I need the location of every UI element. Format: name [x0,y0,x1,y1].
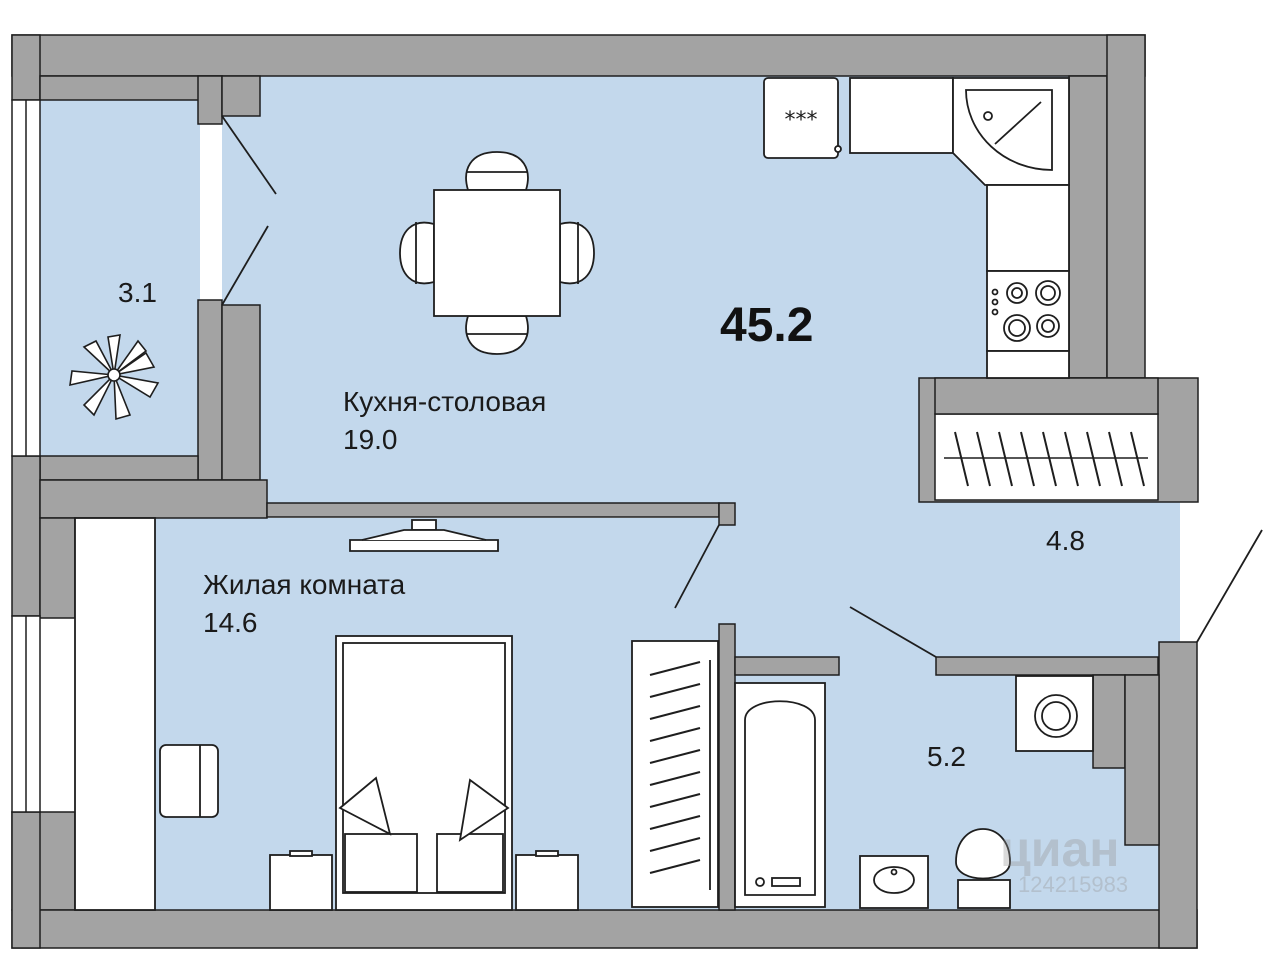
wall-living-left [39,517,76,619]
chair-top [465,151,529,191]
bathroom-area: 5.2 [927,741,966,772]
wardrobe-interior [934,413,1159,501]
bathtub-inner [744,700,816,896]
wall-top-stub [221,75,261,117]
closet [74,517,156,911]
cooktop [986,270,1070,352]
wall-left-mid [11,455,41,617]
door-swings [221,115,1263,658]
wall-balcony-bottom [39,455,199,481]
nightstand-right [515,854,579,911]
total-area: 45.2 [720,299,814,352]
wall-bottom [11,909,1198,949]
counter-lower [986,350,1070,379]
kitchen-area: 19.0 [343,424,398,455]
living-name: Жилая комната [203,569,406,600]
tv-stand [411,519,437,531]
dining-table [433,189,561,317]
toilet-tank [957,879,1011,909]
plant-icon [69,334,160,421]
wall-kitchen-left2 [221,304,261,481]
wall-wc-top [935,656,1159,676]
tv [349,539,499,552]
wall-right-lower [1158,641,1198,949]
towel-rack-bars [649,661,701,874]
desk-chair [159,744,219,818]
living-area: 14.6 [203,607,258,638]
wall-kitchen-living-end [718,502,736,526]
wall-left-top [11,34,41,101]
towel-rack [631,640,719,908]
pillow-left [344,833,418,893]
kitchen-furniture [763,77,1070,379]
blanket-fold-left [338,776,392,836]
hallway-floor [720,500,1180,660]
pillow-right [436,833,504,893]
chair-right [559,221,595,285]
fridge-label: *** [785,108,818,133]
wall-wc-stub [1092,674,1126,769]
fridge [763,77,839,159]
balcony-area: 3.1 [118,277,157,308]
counter-right [986,184,1070,272]
chair-left [399,221,435,285]
wall-kitchen-living [266,502,720,518]
bathroom-fixtures [631,640,1094,909]
watermark-brand: циан [1000,821,1120,877]
blanket-fold-right [458,778,510,842]
counter-top [849,77,954,154]
hallway-area: 4.8 [1046,525,1085,556]
kitchen-name: Кухня-столовая [343,386,547,417]
wardrobe-top-band [934,377,1159,415]
wall-wc-stub2 [1124,674,1160,846]
wall-right-upper [1068,75,1108,379]
nightstand-left [269,854,333,911]
wall-balcony-top [39,75,223,101]
chair-bottom [465,315,529,355]
wall-top [11,34,1146,77]
wardrobe-hangers [944,431,1148,487]
wall-mid-left [39,479,268,519]
wall-bath-top [734,656,840,676]
living-furniture [74,517,579,911]
toilet-bowl [955,828,1011,880]
watermark-id: 124215983 [1018,872,1129,897]
wall-right-top [1106,34,1146,379]
wall-balcony-post [197,75,223,125]
wall-kitchen-left [197,299,223,481]
dining-set [399,151,595,355]
windows [11,99,41,813]
wall-bath-divider [718,623,736,911]
wall-left-base [11,811,41,949]
